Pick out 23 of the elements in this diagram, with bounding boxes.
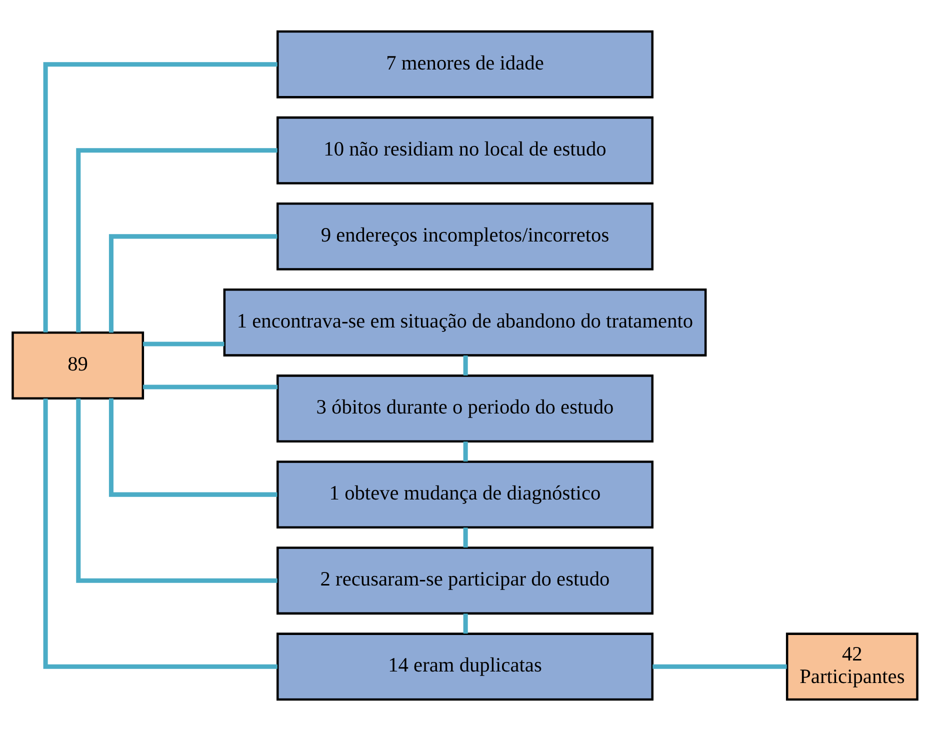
connector [43, 62, 278, 332]
node-box: 1 encontrava-se em situação de abandono do tratamento [223, 288, 707, 356]
connector [76, 148, 278, 332]
connector [652, 664, 787, 668]
node-box: 1 obteve mudança de diagnóstico [276, 460, 654, 528]
connector [43, 398, 278, 668]
node-box: 3 óbitos durante o periodo do estudo [276, 374, 654, 442]
node-box: 7 menores de idade [276, 30, 654, 98]
node-box: 42 Participantes [786, 632, 918, 700]
connector [143, 384, 278, 389]
connector [76, 398, 278, 582]
node-box: 10 não residiam no local de estudo [276, 116, 654, 184]
connector [463, 527, 468, 548]
connector [463, 355, 468, 375]
node-box: 9 endereços incompletos/incorretos [276, 202, 654, 270]
node-box: 2 recusaram-se participar do estudo [276, 546, 654, 614]
connector [108, 398, 278, 496]
connector [463, 613, 468, 634]
node-box: 14 eram duplicatas [276, 632, 654, 700]
connector [108, 234, 278, 332]
connector [143, 341, 224, 346]
node-box: 89 [12, 331, 144, 399]
connector [463, 441, 468, 461]
